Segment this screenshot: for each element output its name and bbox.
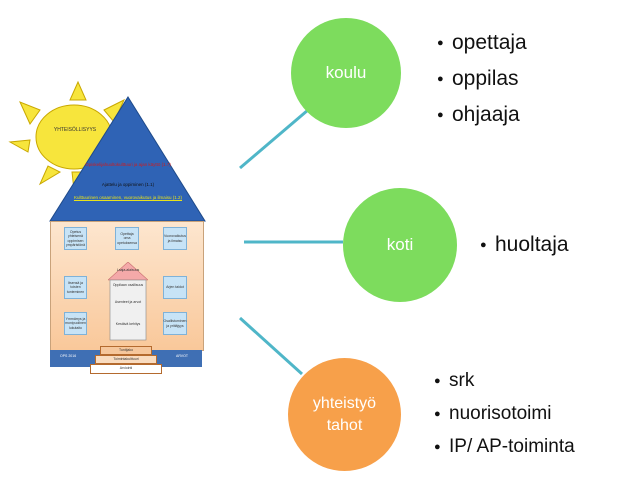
list-item: ●oppilas: [437, 67, 519, 90]
house-box-right-3: Osallistuminen ja yrittäjyys: [163, 312, 187, 335]
list-item: ●IP/ AP-toiminta: [434, 435, 575, 457]
list-item: ●srk: [434, 369, 475, 391]
house-box-left-1: Opetus yhteisenä oppimisen ympäristönä: [64, 227, 87, 250]
foundation-step-3: Arviointi: [90, 364, 162, 374]
foundation-left-label: OPS 2016: [60, 354, 77, 358]
roof-text-1: Opiskelijahuoltokulttuuri ja ajan käyttö…: [85, 162, 171, 167]
list-item: ●ohjaaja: [437, 103, 520, 126]
roof-text-3: Kulttuurinen osaaminen, vuorovaikutus ja…: [73, 195, 183, 200]
list-item: ●huoltaja: [480, 233, 569, 256]
inner-house-label-1: Oppilaan osallisuus: [112, 283, 144, 287]
house-box-middle-1: Opettaja oma opetuksensa: [115, 227, 139, 250]
inner-house-top-label: Laaja-alaisuus: [116, 268, 140, 272]
house-box-left-3: Ymmärrys ja monipuolinen lukutaito: [64, 312, 87, 335]
house-box-right-2: Arjen taidot: [163, 276, 187, 299]
roof-text-2: Ajattelu ja oppiminen (1.1): [101, 182, 155, 187]
connector-koulu: [239, 108, 309, 170]
foundation-right-label: ARVOT: [176, 354, 188, 358]
circle-koulu-label: koulu: [325, 63, 367, 82]
house-box-left-2: Itsensä ja toisten tunteminen: [64, 276, 87, 299]
house-roof: [49, 96, 206, 222]
inner-house-label-3: Kestävä kehitys: [115, 322, 141, 326]
inner-house-label-2: Asenteet ja arvot: [114, 300, 142, 304]
list-item: ●opettaja: [437, 31, 527, 54]
circle-koti-label: koti: [386, 235, 414, 254]
house-box-right-1: Vuorovaikutus ja ilmaisu: [163, 227, 187, 250]
koulu-list: ●opettaja ●oppilas ●ohjaaja: [437, 25, 527, 133]
yhteistyo-list: ●srk ●nuorisotoimi ●IP/ AP-toiminta: [434, 364, 575, 463]
sun-label: YHTEISÖLLISYYS: [53, 127, 97, 133]
foundation-step-1: Tuntijako: [100, 346, 152, 355]
connector-yhteistyo: [238, 316, 304, 376]
circle-koulu: koulu: [291, 18, 401, 128]
circle-koti: koti: [343, 188, 457, 302]
list-item: ●nuorisotoimi: [434, 402, 552, 424]
koti-list: ●huoltaja: [480, 228, 569, 262]
circle-yhteistyo-label: yhteistyö tahot: [312, 394, 377, 434]
inner-house: [108, 262, 148, 341]
foundation-step-2: Toimintakulttuuri: [95, 355, 157, 364]
circle-yhteistyo-tahot: yhteistyö tahot: [288, 358, 401, 471]
